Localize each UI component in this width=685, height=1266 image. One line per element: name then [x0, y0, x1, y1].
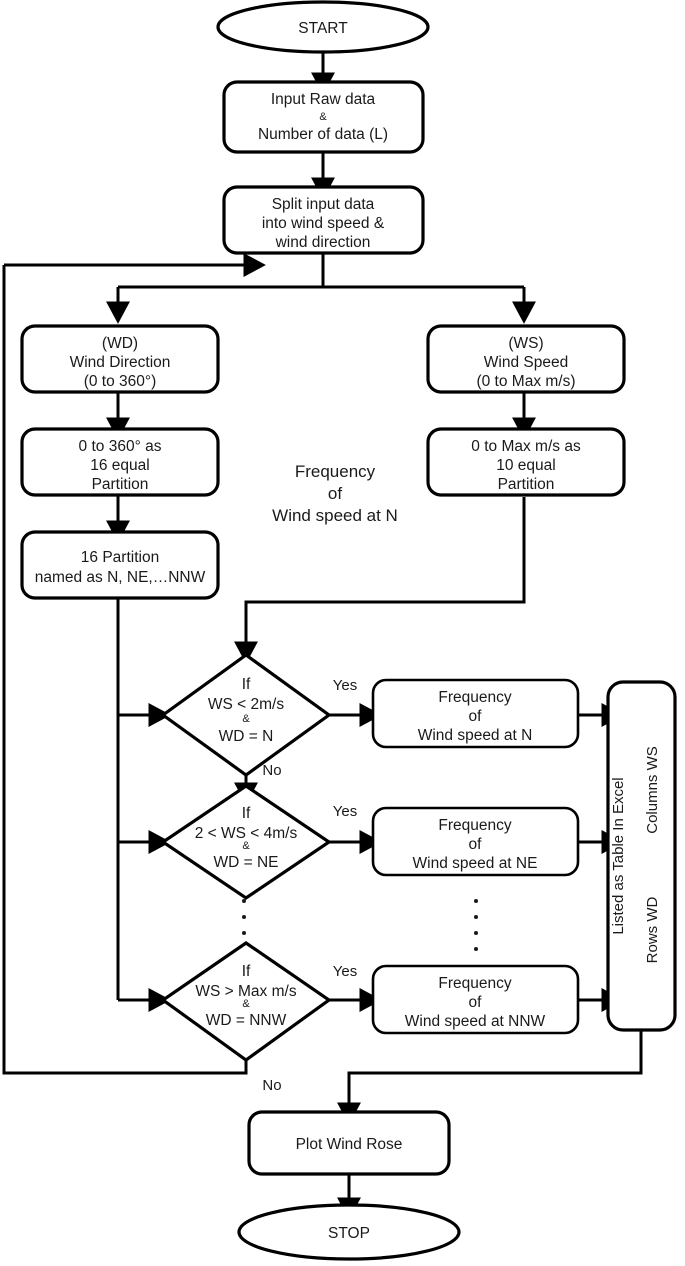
edge-label-no-1: No — [262, 762, 281, 779]
decision2-line-3: & — [242, 840, 250, 852]
ws-partition-line-1: 0 to Max m/s as — [471, 438, 581, 455]
node-wd-partition[interactable]: 0 to 360° as 16 equal Partition — [20, 427, 220, 497]
floating-note-line-1: Frequency — [295, 462, 376, 481]
input-line-3: Number of data (L) — [258, 126, 388, 143]
ellipsis-frequency — [474, 899, 478, 951]
ws-process-shape — [426, 324, 626, 394]
node-start[interactable]: START — [216, 0, 430, 54]
wd-line-1: (WD) — [102, 335, 138, 352]
edge-decision3-no-loopback — [2, 265, 248, 1075]
node-wind-speed[interactable]: (WS) Wind Speed (0 to Max m/s) — [426, 324, 626, 394]
edge-wspartition-to-decision1 — [234, 497, 526, 664]
node-decision-2[interactable]: If 2 < WS < 4m/s & WD = NE — [160, 784, 332, 900]
decision2-line-2: 2 < WS < 4m/s — [195, 825, 298, 842]
decision3-line-3: & — [242, 998, 250, 1010]
table-line-3: Rows WD — [644, 897, 661, 964]
node-decision-1[interactable]: If WS < 2m/s & WD = N — [160, 653, 332, 777]
node-ws-partition[interactable]: 0 to Max m/s as 10 equal Partition — [426, 427, 626, 497]
edge-label-yes-1: Yes — [333, 677, 357, 694]
decision1-line-4: WD = N — [219, 728, 274, 745]
wd-partition-line-3: Partition — [92, 476, 149, 493]
wd-partition-shape — [20, 427, 220, 497]
freq2-line-3: Wind speed at NE — [413, 855, 538, 872]
plot-label: Plot Wind Rose — [296, 1136, 403, 1153]
table-line-1: Listed as Table In Excel — [610, 777, 627, 934]
wd-partition-line-1: 0 to 360° as — [79, 438, 162, 455]
freq2-line-1: Frequency — [438, 817, 511, 834]
start-terminator-shape — [216, 0, 430, 54]
edge-label-yes-2: Yes — [333, 803, 357, 820]
node-frequency-ne[interactable]: Frequency of Wind speed at NE — [371, 806, 580, 877]
input-line-1: Input Raw data — [271, 91, 376, 108]
split-process-shape — [222, 185, 425, 255]
ws-line-3: (0 to Max m/s) — [476, 373, 575, 390]
decision3-line-1: If — [242, 963, 251, 980]
floating-note-frequency: Frequency of Wind speed at N — [272, 462, 398, 525]
input-process-shape — [222, 80, 425, 154]
node-frequency-nnw[interactable]: Frequency of Wind speed at NNW — [371, 964, 580, 1035]
stop-terminator-shape — [237, 1203, 461, 1261]
freq1-line-1: Frequency — [438, 689, 511, 706]
table-line-2: Columns WS — [644, 746, 661, 834]
floating-note-line-3: Wind speed at N — [272, 506, 398, 525]
split-line-2: into wind speed & — [262, 215, 385, 232]
node-excel-table[interactable]: Listed as Table In Excel Columns WS Rows… — [606, 680, 677, 1032]
wd-named-shape — [20, 530, 220, 600]
wd-partition-line-2: 16 equal — [90, 457, 149, 474]
table-process-shape — [606, 680, 677, 1032]
node-wind-direction[interactable]: (WD) Wind Direction (0 to 360°) — [20, 324, 220, 394]
decision1-line-1: If — [242, 676, 251, 693]
freq1-process-shape — [371, 678, 580, 749]
decision2-line-4: WD = NE — [213, 854, 278, 871]
wd-line-3: (0 to 360°) — [84, 373, 157, 390]
ws-partition-line-2: 10 equal — [496, 457, 555, 474]
freq3-process-shape — [371, 964, 580, 1035]
decision1-diamond-shape — [160, 653, 332, 777]
edge-label-yes-3: Yes — [333, 963, 357, 980]
freq3-line-3: Wind speed at NNW — [405, 1013, 546, 1030]
input-line-2: & — [319, 111, 327, 123]
split-line-1: Split input data — [272, 196, 375, 213]
node-stop[interactable]: STOP — [237, 1203, 461, 1261]
wd-named-line-1: 16 Partition — [81, 549, 159, 566]
decision2-line-1: If — [242, 805, 251, 822]
freq2-process-shape — [371, 806, 580, 877]
node-plot-wind-rose[interactable]: Plot Wind Rose — [247, 1110, 451, 1176]
node-wd-named-partitions[interactable]: 16 Partition named as N, NE,…NNW — [20, 530, 220, 600]
start-label: START — [298, 20, 348, 37]
node-input[interactable]: Input Raw data & Number of data (L) — [222, 80, 425, 154]
decision2-diamond-shape — [160, 784, 332, 900]
freq1-line-3: Wind speed at N — [418, 727, 533, 744]
decision1-line-3: & — [242, 713, 250, 725]
floating-note-line-2: of — [328, 484, 342, 503]
decision3-line-2: WS > Max m/s — [195, 983, 296, 1000]
freq3-line-2: of — [469, 994, 483, 1011]
node-frequency-n[interactable]: Frequency of Wind speed at N — [371, 678, 580, 749]
freq2-line-2: of — [469, 836, 483, 853]
ws-partition-shape — [426, 427, 626, 497]
ws-line-1: (WS) — [508, 335, 543, 352]
ws-line-2: Wind Speed — [484, 354, 568, 371]
edge-table-to-plot — [337, 1030, 643, 1125]
split-line-3: wind direction — [275, 234, 371, 251]
node-split[interactable]: Split input data into wind speed & wind … — [222, 185, 425, 255]
wd-named-line-2: named as N, NE,…NNW — [35, 569, 206, 586]
wd-process-shape — [20, 324, 220, 394]
connector-layer — [2, 52, 643, 1220]
decision3-diamond-shape — [160, 941, 332, 1062]
stop-label: STOP — [328, 1225, 370, 1242]
ws-partition-line-3: Partition — [498, 476, 555, 493]
plot-process-shape — [247, 1110, 451, 1176]
decision1-line-2: WS < 2m/s — [208, 696, 284, 713]
decision3-line-4: WD = NNW — [206, 1012, 287, 1029]
freq1-line-2: of — [469, 708, 483, 725]
edge-label-no-3: No — [262, 1077, 281, 1094]
freq3-line-1: Frequency — [438, 975, 511, 992]
wd-line-2: Wind Direction — [70, 354, 171, 371]
node-decision-3[interactable]: If WS > Max m/s & WD = NNW — [160, 941, 332, 1062]
